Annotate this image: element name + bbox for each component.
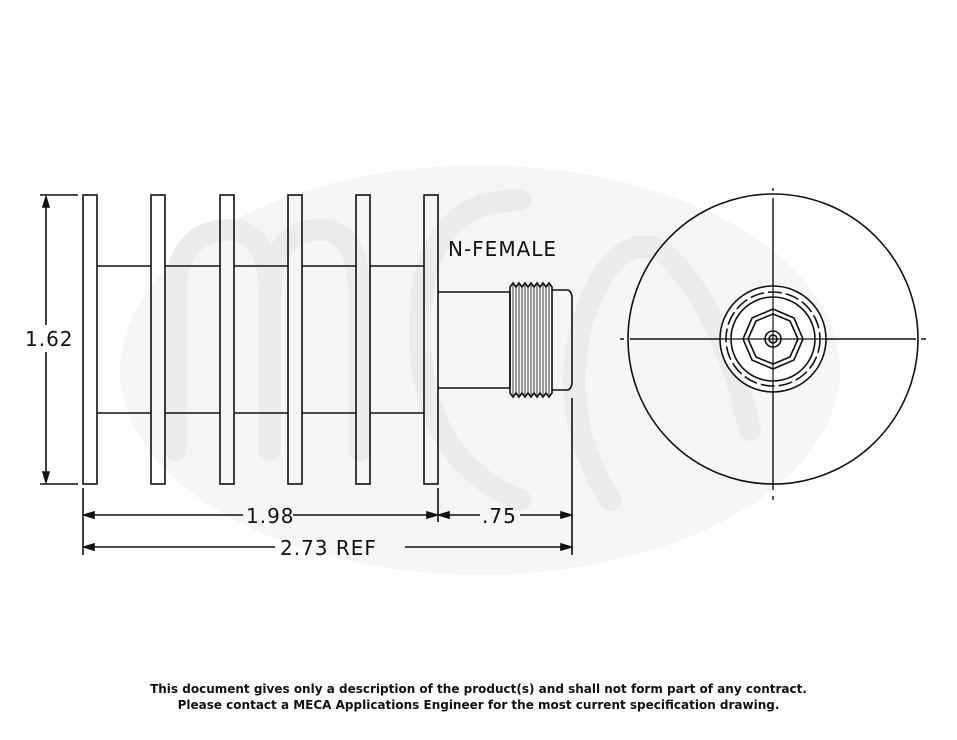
end-view <box>620 188 926 500</box>
disclaimer-line-1: This document gives only a description o… <box>150 682 807 696</box>
n-female-connector <box>438 281 573 399</box>
heatsink-fin <box>150 194 166 485</box>
height-dimension-label: 1.62 <box>25 327 74 351</box>
heatsink-fin <box>82 194 98 485</box>
meca-watermark-logo <box>120 165 840 575</box>
connector-type-label: N-FEMALE <box>448 237 557 261</box>
side-view <box>40 194 574 555</box>
overall-length-dimension-label: 2.73 REF <box>280 536 377 560</box>
heatsink-fin <box>423 194 439 485</box>
heatsink-fin <box>219 194 235 485</box>
heatsink-fin <box>287 194 303 485</box>
heatsink-fin <box>355 194 371 485</box>
body-length-dimension-label: 1.98 <box>246 504 295 528</box>
connector-length-dimension-label: .75 <box>482 504 517 528</box>
disclaimer: This document gives only a description o… <box>0 681 957 713</box>
height-dimension-line <box>40 194 78 485</box>
disclaimer-line-2: Please contact a MECA Applications Engin… <box>177 698 780 712</box>
